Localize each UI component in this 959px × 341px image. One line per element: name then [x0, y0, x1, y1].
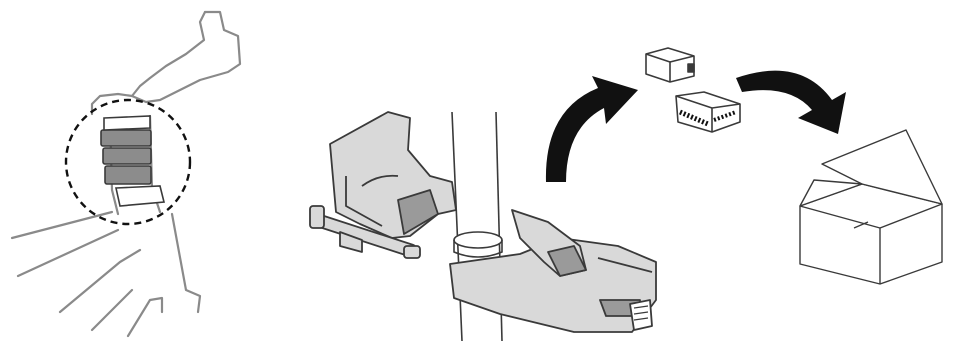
- spacer-stack: [101, 116, 164, 206]
- curved-arrow-down-icon: [736, 71, 846, 134]
- box-icon: [800, 130, 942, 284]
- removed-spacer-top: [646, 48, 694, 82]
- top-tube-outline: [12, 212, 112, 238]
- bracket-clamp-left: [310, 112, 456, 258]
- curved-arrow-up-icon: [546, 76, 638, 182]
- removed-spacer-bottom: [676, 92, 740, 132]
- bracket-base-unit: [450, 210, 656, 332]
- seat-clamp-outline: [92, 12, 240, 114]
